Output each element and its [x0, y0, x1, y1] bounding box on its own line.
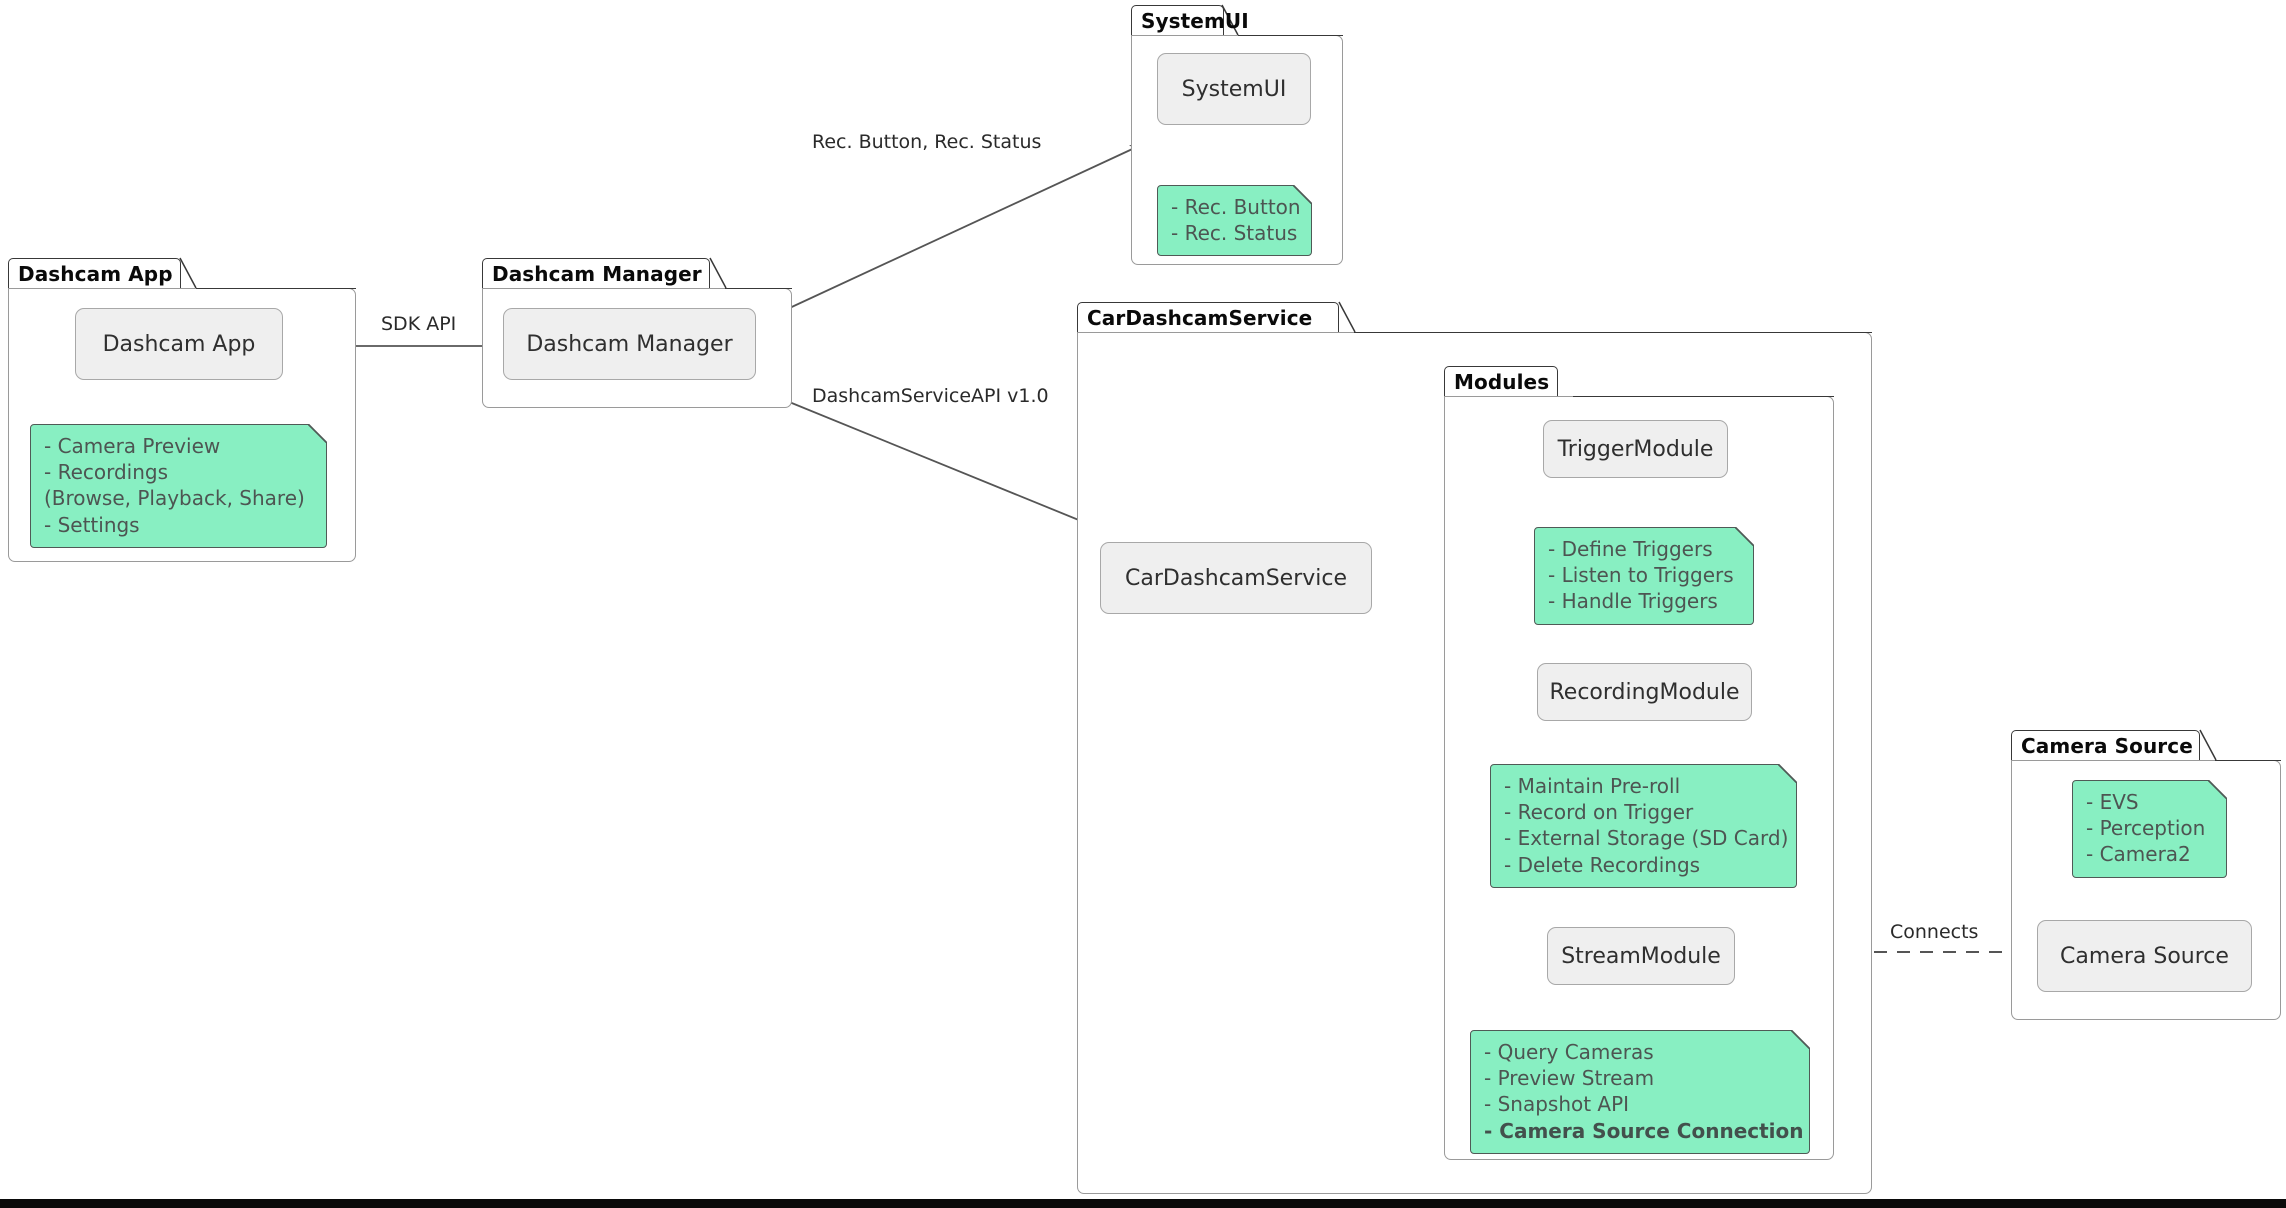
component-label-cardashcamservice: CarDashcamService: [1124, 565, 1348, 591]
package-label-dashcam-app: Dashcam App: [18, 261, 173, 286]
note-recording-module: - Maintain Pre-roll - Record on Trigger …: [1490, 764, 1797, 888]
component-systemui[interactable]: SystemUI: [1157, 53, 1311, 125]
edge-label-rec-button-status: Rec. Button, Rec. Status: [812, 131, 1042, 153]
component-camera-source[interactable]: Camera Source: [2037, 920, 2252, 992]
package-label-dashcam-manager: Dashcam Manager: [492, 261, 702, 286]
component-recording-module[interactable]: RecordingModule: [1537, 663, 1752, 721]
package-label-camera-source: Camera Source: [2021, 733, 2193, 758]
edge-label-connects: Connects: [1890, 921, 1979, 943]
window-bottom-edge: [0, 1199, 2286, 1208]
note-line: - Record on Trigger: [1504, 800, 1694, 825]
package-tab-dashcam-app: Dashcam App: [8, 258, 181, 288]
component-trigger-module[interactable]: TriggerModule: [1543, 420, 1728, 478]
package-topline-dashcam-app: [196, 288, 356, 289]
component-dashcam-app[interactable]: Dashcam App: [75, 308, 283, 380]
note-line: - Delete Recordings: [1504, 852, 1701, 877]
component-cardashcamservice[interactable]: CarDashcamService: [1100, 542, 1372, 614]
package-tab-camera-source: Camera Source: [2011, 730, 2200, 760]
edge-label-dashcam-service-api: DashcamServiceAPI v1.0: [812, 385, 1049, 407]
note-stream-module: - Query Cameras - Preview Stream - Snaps…: [1470, 1030, 1810, 1154]
note-line: - EVS: [2086, 790, 2139, 814]
component-label-stream-module: StreamModule: [1561, 943, 1721, 969]
note-line: - Rec. Button: [1171, 195, 1301, 219]
component-label-dashcam-app: Dashcam App: [102, 331, 256, 357]
note-line: - Camera Source Connection: [1484, 1118, 1804, 1143]
note-line: - Preview Stream: [1484, 1066, 1655, 1091]
package-topline-dashcam-manager: [725, 288, 792, 289]
note-systemui: - Rec. Button - Rec. Status: [1157, 185, 1312, 257]
note-line: - Query Cameras: [1484, 1040, 1654, 1064]
note-line: - Recordings: [44, 460, 169, 485]
package-label-systemui: SystemUI: [1141, 8, 1249, 33]
note-line: - Handle Triggers: [1548, 589, 1718, 614]
note-line: - External Storage (SD Card): [1504, 826, 1789, 851]
package-tab-modules: Modules: [1444, 366, 1558, 396]
note-line: (Browse, Playback, Share): [44, 486, 305, 511]
package-topline-modules: [1573, 396, 1834, 397]
package-topline-systemui: [1238, 35, 1343, 36]
package-tab-systemui: SystemUI: [1131, 5, 1249, 35]
note-line: - Maintain Pre-roll: [1504, 774, 1681, 798]
component-label-recording-module: RecordingModule: [1549, 679, 1740, 705]
package-topline-cardashcamservice: [1354, 332, 1872, 333]
note-line: - Camera Preview: [44, 434, 221, 458]
package-topline-camera-source: [2215, 760, 2281, 761]
component-dashcam-manager[interactable]: Dashcam Manager: [503, 308, 756, 380]
note-line: - Perception: [2086, 816, 2206, 841]
edge-label-sdk-api: SDK API: [381, 313, 457, 335]
package-label-modules: Modules: [1454, 369, 1550, 394]
note-dashcam-app: - Camera Preview - Recordings (Browse, P…: [30, 424, 327, 548]
note-camera-source: - EVS - Perception - Camera2: [2072, 780, 2227, 878]
component-label-camera-source: Camera Source: [2060, 943, 2229, 969]
component-label-dashcam-manager: Dashcam Manager: [526, 331, 733, 357]
package-tab-cardashcamservice: CarDashcamService: [1077, 302, 1339, 332]
component-label-trigger-module: TriggerModule: [1557, 436, 1714, 462]
note-line: - Define Triggers: [1548, 537, 1713, 561]
component-label-systemui: SystemUI: [1181, 76, 1287, 102]
note-line: - Camera2: [2086, 842, 2191, 867]
package-label-cardashcamservice: CarDashcamService: [1087, 305, 1313, 330]
note-line: - Rec. Status: [1171, 221, 1298, 246]
component-stream-module[interactable]: StreamModule: [1547, 927, 1735, 985]
note-line: - Listen to Triggers: [1548, 563, 1734, 588]
note-line: - Settings: [44, 512, 140, 537]
edge-manager-to-systemui: [767, 144, 1142, 319]
package-tab-dashcam-manager: Dashcam Manager: [482, 258, 710, 288]
note-trigger-module: - Define Triggers - Listen to Triggers -…: [1534, 527, 1754, 625]
note-line: - Snapshot API: [1484, 1092, 1630, 1117]
